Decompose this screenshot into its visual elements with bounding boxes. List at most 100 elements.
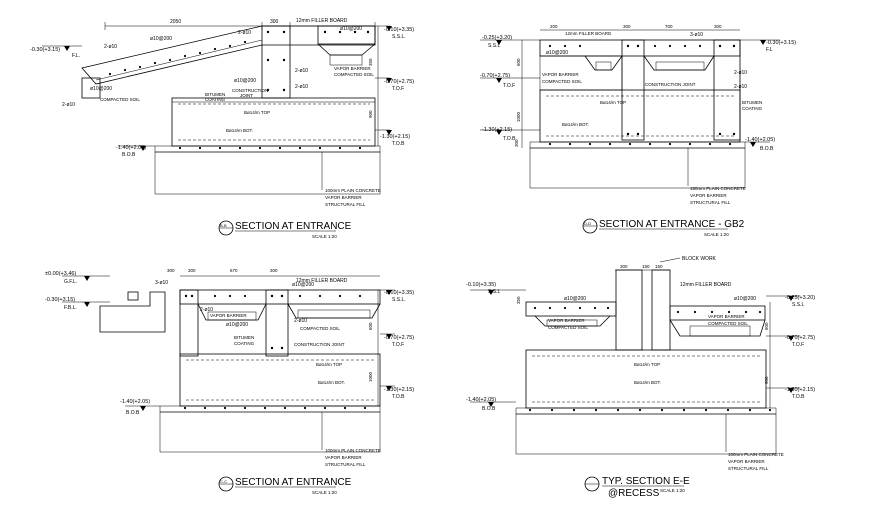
note: VAPOR BARRIER	[334, 66, 371, 71]
level-label: B.O.B	[126, 410, 140, 416]
note: VAPOR BARRIER	[325, 455, 362, 460]
section-scale: SCALE 1:20	[312, 234, 337, 239]
note: CONSTRUCTION	[232, 88, 268, 93]
section-subtitle: @RECESS	[608, 488, 660, 499]
note: COATING	[742, 106, 763, 111]
section-title: SECTION AT ENTRANCE	[235, 477, 352, 488]
level-label: -0.70(+2.75)	[384, 335, 414, 341]
note: VAPOR BARRIER	[708, 314, 745, 319]
note: Bø14/m TOP	[600, 100, 626, 105]
note: VAPOR BARRIER	[542, 72, 579, 77]
level-label: T.O.F	[792, 342, 804, 348]
level-label: T.O.B	[392, 394, 405, 400]
section-e-e: 300 150 150	[466, 256, 815, 499]
note: ø10@200	[564, 296, 586, 302]
level-label: B.O.B	[760, 146, 774, 152]
level-label: -0.25(+3.20)	[785, 295, 815, 301]
level-label: B.O.B	[122, 152, 136, 158]
note: Bø14/m BOT.	[634, 380, 661, 385]
note: 2-ø10	[734, 70, 747, 76]
level-label: S.S.L	[792, 302, 804, 308]
dim-label: 12mm FILLER BOARD	[296, 278, 348, 284]
dim-label: 300	[514, 139, 519, 147]
note: Bø14/m TOP	[244, 110, 270, 115]
level-label: -0.30(+3.15)	[766, 40, 796, 46]
note: VAPOR BARRIER	[210, 313, 247, 318]
note: COMPACTED SOIL	[334, 72, 374, 77]
note: BLOCK WORK	[682, 256, 717, 262]
note: Bø14/m BOT.	[318, 380, 345, 385]
note: BITUMEN	[742, 100, 762, 105]
note: 3-ø10	[155, 280, 168, 286]
section-title: TYP. SECTION E-E	[602, 476, 690, 487]
note: 2-ø10	[200, 307, 213, 313]
dim-label: 300	[620, 264, 628, 269]
level-label: -1.30(+2.15)	[384, 387, 414, 393]
note: 2-ø10	[104, 44, 117, 50]
section-title: SECTION AT ENTRANCE - GB2	[599, 219, 745, 230]
dim-label: 900	[764, 376, 769, 384]
note: 3-ø10	[690, 32, 703, 38]
note: ø10@200	[340, 26, 362, 32]
note: 2-ø10	[238, 30, 251, 36]
level-label: G.F.L.	[64, 279, 77, 285]
level-label: -0.30(+3.15)	[30, 47, 60, 53]
dim-label: 12mm FILLER BOARD	[565, 31, 612, 36]
section-scale: SCALE 1:20	[312, 490, 337, 495]
note: CONSTRUCTION JOINT	[294, 342, 345, 347]
dim-label: 1000	[368, 371, 373, 382]
level-label: T.O.F	[392, 86, 404, 92]
note: 2-ø10	[295, 84, 308, 90]
note: ø10@200	[734, 296, 756, 302]
note: COATING	[205, 97, 226, 102]
section-marker-label: C-C	[220, 479, 227, 484]
note: ø10@200	[226, 322, 248, 328]
dim-label: 300	[167, 268, 175, 273]
dim-label: 670	[230, 268, 238, 273]
dim-label: 300	[188, 268, 196, 273]
note: Bø14/m TOP	[634, 362, 660, 367]
note: 2-ø10	[295, 68, 308, 74]
dim-label: 300	[270, 268, 278, 273]
section-c-c: 300 300 670 300 12mm FILLER BOARD	[45, 268, 414, 495]
level-label: S.S.L.	[392, 297, 406, 303]
dim-label: 1000	[516, 111, 521, 122]
level-label: S.S.L.	[392, 34, 406, 40]
level-label: -1.30(+2.15)	[785, 387, 815, 393]
level-label: -0.10(+3.35)	[466, 282, 496, 288]
note: Bø14/m BOT.	[562, 122, 589, 127]
note: VAPOR BARRIER	[548, 318, 585, 323]
dim-label: 350	[516, 296, 521, 304]
dim-label: 600	[764, 322, 769, 330]
section-scale: SCALE 1:20	[660, 488, 685, 493]
note: STRUCTURAL FILL	[325, 462, 366, 467]
level-label: T.O.F	[392, 342, 404, 348]
section-marker-label: D-D	[584, 221, 591, 226]
note: COMPACTED SOIL	[542, 79, 582, 84]
dim-label: 150	[655, 264, 663, 269]
note: 2-ø10	[62, 102, 75, 108]
note: VAPOR BARRIER	[690, 193, 727, 198]
note: STRUCTURAL FILL	[728, 466, 769, 471]
dim-label: 700	[665, 24, 673, 29]
level-label: -0.70(+2.75)	[384, 79, 414, 85]
level-label: T.O.B	[503, 136, 516, 142]
note: STRUCTURAL FILL	[690, 200, 731, 205]
note: COMPACTED SOIL	[100, 97, 140, 102]
note: ø10@200	[150, 36, 172, 42]
level-label: -1.40(+2.05)	[120, 399, 150, 405]
level-label: -0.10(+3.35)	[384, 290, 414, 296]
section-d-d: 200 300 700 300 12mm FILLER BOARD	[480, 24, 796, 237]
note: ø10@200	[546, 50, 568, 56]
dim-label: 300	[623, 24, 631, 29]
level-label: -0.10(+3.35)	[384, 27, 414, 33]
dim-label: 600	[368, 322, 373, 330]
note: 12mm FILLER BOARD	[680, 282, 732, 288]
dim-label: 350	[368, 58, 373, 66]
level-label: S.S.L	[488, 43, 500, 49]
level-label: -0.25(+3.20)	[482, 35, 512, 41]
note: 100mm PLAIN CONCRETE	[728, 452, 784, 457]
section-b-b: 2050 300	[30, 18, 414, 239]
level-label: -1.40(+2.05)	[745, 137, 775, 143]
